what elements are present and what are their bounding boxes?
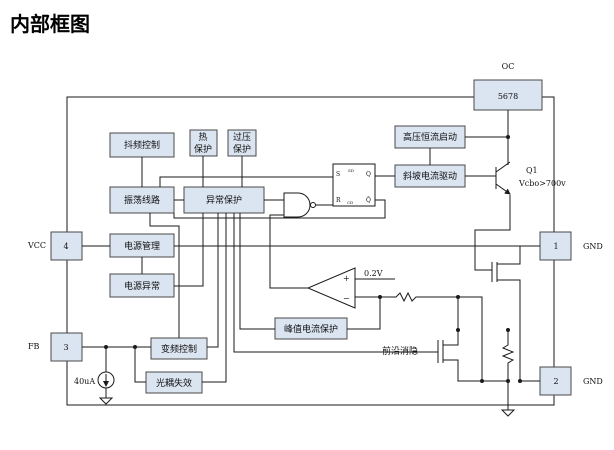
oc-pin-box (473, 79, 543, 111)
vcc-pin-label: VCC (27, 241, 46, 250)
wire-mosfet-gnd1 (497, 245, 540, 265)
wire-comp-out (269, 214, 308, 289)
wire-fb-opto (134, 347, 146, 383)
ff-q-label: Q (366, 171, 371, 178)
resistor-vertical (501, 330, 515, 381)
ff-sd-label: SD (348, 168, 354, 173)
thermal-protect-label-1: 热 (198, 131, 207, 143)
wire-peak-out (239, 213, 275, 330)
gnd2-pin-number: 2 (553, 377, 558, 386)
peak-current-label: 峰值电流保护 (284, 323, 338, 335)
jitter-control-label: 抖频控制 (124, 139, 160, 151)
fb-pin-label: FB (28, 342, 40, 351)
ff-s-label: S (336, 171, 340, 178)
ovp-label-1: 过压 (233, 131, 251, 143)
gnd1-pin-box (539, 231, 572, 261)
opto-fail-label: 光耦失效 (156, 377, 192, 389)
leb-label: 前沿消隐 (382, 345, 418, 357)
fb-pin-number: 3 (63, 343, 68, 352)
oc-pin-chip-number: 5678 (498, 92, 518, 101)
and-gate-inverter-bubble (310, 202, 316, 208)
thermal-protect-label-2: 保护 (194, 143, 212, 155)
ovp-label-2: 保护 (233, 143, 251, 155)
wire-leb-ctrl (233, 213, 438, 353)
current-source-label: 40uA (74, 377, 95, 386)
oc-pin-label: OC (502, 62, 515, 71)
comparator-minus: − (343, 294, 350, 303)
power-mgmt-label: 电源管理 (124, 240, 160, 252)
wire-opto-to-fault (202, 213, 227, 383)
q1-emitter-leg (495, 183, 511, 195)
oscillator-block (109, 186, 175, 214)
ground-symbol-main (500, 409, 516, 417)
vcbo-label: Vcbo>700v (518, 179, 566, 188)
oscillator-label: 振荡线路 (124, 194, 160, 206)
leb-source (443, 359, 508, 382)
wire-freq-to-fault (207, 213, 219, 348)
vcc-pin-number: 4 (63, 242, 68, 251)
junction-dots (104, 135, 522, 383)
freq-control-label: 变频控制 (161, 343, 197, 355)
wire-osc-up (159, 176, 174, 187)
page-title: 内部框图 (10, 12, 90, 36)
hv-startup-label: 高压恒流启动 (403, 131, 457, 143)
wire-pf-to-fault (174, 213, 204, 287)
q1-label: Q1 (526, 166, 538, 175)
thermal-protect-block (189, 129, 218, 157)
fault-protect-label: 异常保护 (206, 194, 242, 206)
power-fault-label: 电源异常 (124, 280, 160, 292)
ground-symbol-fb (98, 397, 114, 405)
ramp-drive-label: 斜坡电流驱动 (403, 170, 457, 182)
vref-label: 0.2V (364, 269, 383, 278)
comparator-plus: + (343, 274, 350, 283)
gnd2-pin-label: GND (583, 377, 603, 386)
comparator (306, 267, 356, 309)
wire-sense-node (458, 296, 483, 381)
wire-peak-in (347, 297, 381, 330)
gnd1-pin-number: 1 (553, 242, 558, 251)
wire-qbar (173, 199, 386, 219)
ff-r-label: R (336, 197, 341, 204)
wire-freq-to-osc (149, 213, 180, 338)
ff-cd-label: CD (347, 200, 353, 205)
vcc-pin-box (50, 231, 83, 261)
leb-drain (443, 330, 459, 346)
wire-mosfet-source (497, 279, 521, 381)
ff-qbar-label: Q̄ (366, 197, 371, 204)
gnd1-pin-label: GND (583, 242, 603, 251)
wire-sense-resistor (355, 291, 459, 330)
wires (82, 110, 540, 410)
and-gate (283, 192, 311, 218)
sr-flipflop (332, 163, 376, 207)
wire-emitter-mosfet (474, 195, 511, 271)
